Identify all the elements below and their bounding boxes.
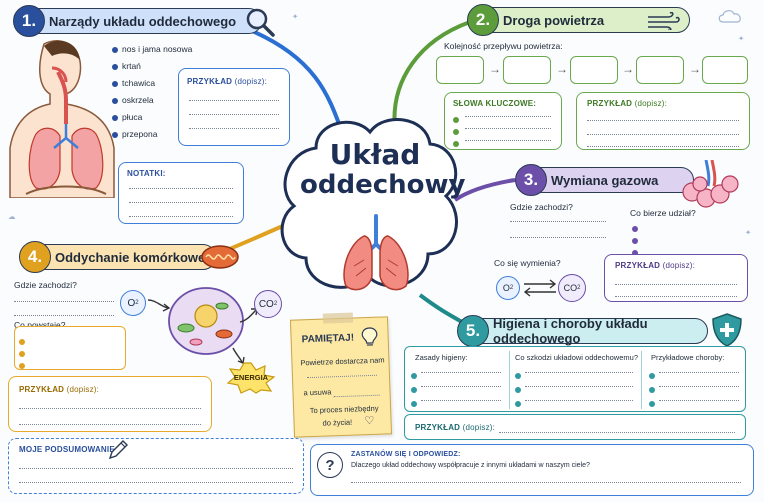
section3-banner: 3. Wymiana gazowa [515, 164, 694, 196]
section5-columns-box: Zasady higieny: Co szkodzi układowi odde… [404, 346, 746, 412]
exchange-arrows-icon [523, 279, 557, 297]
magnifier-icon [246, 8, 275, 37]
airflow-order-label: Kolejność przepływu powietrza: [444, 41, 563, 51]
reflect-question: Dlaczego układ oddechowy współpracuje z … [351, 462, 590, 469]
section4-what-question: Co powstaje? [14, 320, 66, 330]
section5-banner: 5. Higiena i choroby układu oddechowego [457, 315, 708, 347]
reflect-box[interactable]: ? ZASTANÓW SIĘ I ODPOWIEDZ: Dlaczego ukł… [310, 444, 754, 496]
section3-example-box[interactable]: PRZYKŁAD (dopisz): [604, 254, 748, 302]
section1-notes-box[interactable]: NOTATKI: [118, 162, 244, 224]
section3-what-question: Co bierze udział? [630, 208, 696, 218]
lungs-icon [343, 214, 409, 291]
airflow-step-box[interactable] [570, 56, 618, 84]
section3-title: Wymiana gazowa [551, 172, 659, 188]
section4-example-box[interactable]: PRZYKŁAD (dopisz): [8, 376, 212, 432]
section4-title: Oddychanie komórkowe [55, 249, 206, 265]
section5-example-box[interactable]: PRZYKŁAD (dopisz): [404, 414, 746, 440]
organ-item: oskrzela [112, 95, 202, 112]
hygiene-rules-label: Zasady higieny: [415, 353, 468, 362]
section3-example-label: PRZYKŁAD (dopisz): [615, 261, 696, 270]
summary-label: MOJE PODSUMOWANIE [19, 445, 115, 454]
section4-number: 4. [19, 241, 51, 273]
central-title: Układ oddechowy [300, 138, 466, 201]
organ-item: przepona [112, 129, 202, 146]
section4-banner: 4. Oddychanie komórkowe [19, 241, 216, 273]
organ-item: nos i jama nosowa [112, 44, 202, 61]
section2-number: 2. [467, 4, 499, 36]
respiratory-body-illustration [9, 40, 115, 198]
heart-icon: ♡ [364, 414, 375, 428]
section2-keywords-label: SŁOWA KLUCZOWE: [453, 99, 537, 108]
remember-sticky-note: PAMIĘTAJ! Powietrze dostarcza nam a usuw… [289, 312, 393, 438]
remember-line2: a usuwa [303, 387, 332, 398]
section4-products-box[interactable] [14, 326, 126, 370]
cloud-doodle-icon [718, 10, 741, 23]
arrow-right-icon: → [556, 62, 568, 76]
sparkle-icon: ✦ [292, 12, 299, 21]
energy-burst-icon [226, 362, 276, 394]
section2-keywords-box[interactable]: SŁOWA KLUCZOWE: [444, 92, 562, 150]
organ-item: płuca [112, 112, 202, 129]
central-cloud [280, 118, 458, 289]
section2-example-label: PRZYKŁAD (dopisz): [587, 99, 668, 108]
arrow-down-icon [232, 347, 245, 364]
section1-example-box[interactable]: PRZYKŁAD (dopisz): [178, 68, 290, 146]
organ-list: nos i jama nosowa krtań tchawica oskrzel… [112, 44, 202, 146]
shield-cross-icon [712, 313, 742, 347]
section3-number: 3. [515, 164, 547, 196]
remember-line4: do życia! [322, 417, 353, 428]
diseases-label: Przykładowe choroby: [651, 353, 725, 362]
section4-example-label: PRZYKŁAD (dopisz): [19, 385, 100, 394]
arrow-right-icon [147, 299, 171, 312]
harmful-factors-label: Co szkodzi układowi oddechowemu? [515, 353, 638, 362]
section5-example-label: PRZYKŁAD (dopisz): [415, 423, 496, 432]
section3-exchange-question: Co się wymienia? [494, 258, 561, 268]
section1-example-label: PRZYKŁAD (dopisz): [187, 77, 268, 86]
remember-title: PAMIĘTAJ! [301, 332, 355, 346]
section2-banner: 2. Droga powietrza [467, 4, 690, 36]
reflect-label: ZASTANÓW SIĘ I ODPOWIEDZ: [351, 451, 461, 458]
section2-title: Droga powietrza [503, 12, 605, 28]
sparkle-icon: ✦ [745, 228, 752, 237]
airflow-step-box[interactable] [636, 56, 684, 84]
sparkle-icon: ✦ [738, 34, 745, 43]
section1-title: Narządy układu oddechowego [49, 13, 237, 29]
summary-box[interactable]: MOJE PODSUMOWANIE [8, 438, 304, 494]
arrow-right-icon: → [489, 62, 501, 76]
air-flow-icon [648, 12, 680, 30]
organ-item: krtań [112, 61, 202, 78]
airflow-step-box[interactable] [702, 56, 748, 84]
arrow-right-icon: → [689, 62, 701, 76]
section5-number: 5. [457, 315, 489, 347]
lightbulb-icon [361, 327, 378, 346]
alveoli-icon [682, 160, 739, 208]
question-mark-icon: ? [317, 452, 343, 478]
section1-number: 1. [13, 5, 45, 37]
arrow-right-icon: → [622, 62, 634, 76]
airflow-step-box[interactable] [436, 56, 484, 84]
section1-banner: 1. Narządy układu oddechowego [13, 5, 262, 37]
cloud-doodle-icon: ☁ [8, 212, 16, 221]
remember-line3: To proces niezbędny [309, 403, 379, 416]
section2-example-box[interactable]: PRZYKŁAD (dopisz): [576, 92, 750, 150]
section5-title: Higiena i choroby układu oddechowego [493, 316, 648, 346]
cell-illustration [168, 287, 244, 355]
pencil-icon [108, 440, 128, 460]
airflow-step-box[interactable] [503, 56, 551, 84]
energy-label: ENERGIA [233, 373, 269, 382]
section3-where-question: Gdzie zachodzi? [510, 202, 573, 212]
organ-item: tchawica [112, 78, 202, 95]
section4-where-question: Gdzie zachodzi? [14, 280, 77, 290]
mitochondrion-icon [201, 245, 239, 269]
section1-notes-label: NOTATKI: [127, 169, 166, 178]
